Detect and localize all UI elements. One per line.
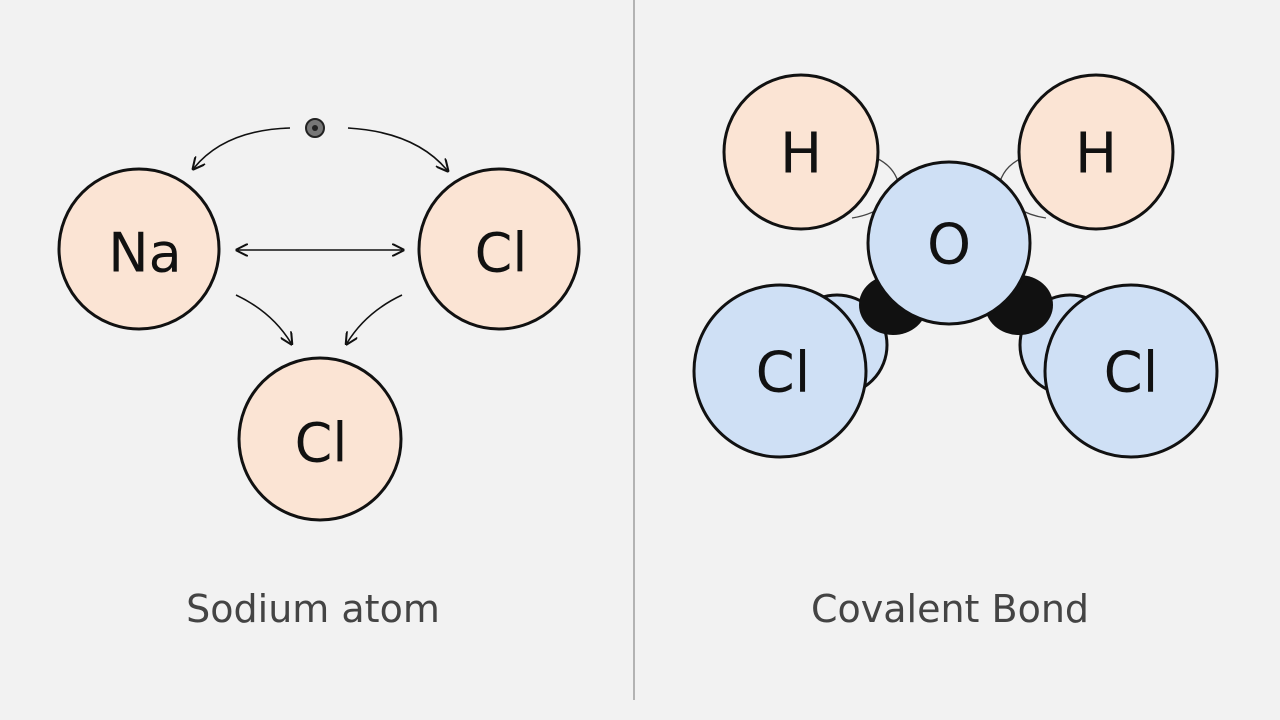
o-atom-label: O <box>927 213 971 278</box>
cl-atom-right: Cl <box>417 167 581 331</box>
na-atom: Na <box>57 167 221 331</box>
cl-atom-right-label: Cl <box>1104 341 1159 406</box>
na-atom-label: Na <box>108 222 182 285</box>
cl-atom-bottom: Cl <box>237 356 403 522</box>
cl-atom-bottom-label: Cl <box>295 412 348 475</box>
electron-transfer-arrows <box>194 127 447 343</box>
cl-atom-left: Cl <box>692 283 868 459</box>
electron-dot-icon <box>305 118 325 138</box>
sodium-atom-caption: Sodium atom <box>186 587 440 631</box>
covalent-bond-caption: Covalent Bond <box>811 587 1089 631</box>
cl-atom-right: Cl <box>1043 283 1219 459</box>
h-atom-left: H <box>722 73 880 231</box>
sodium-atom-panel: Na Cl Cl Sodium atom <box>57 118 581 631</box>
arrow-electron-to-cl <box>347 127 447 170</box>
h-atom-right-label: H <box>1075 122 1117 187</box>
arrow-cl-to-bottom-cl <box>347 294 403 343</box>
cl-atom-right-label: Cl <box>475 222 528 285</box>
o-atom: O <box>866 160 1032 326</box>
arrow-na-to-bottom-cl <box>235 294 291 343</box>
cl-atom-left-label: Cl <box>756 341 811 406</box>
h-atom-right: H <box>1017 73 1175 231</box>
covalent-bond-panel: H H Cl Cl O Covalent Bon <box>692 73 1219 631</box>
h-atom-left-label: H <box>780 122 822 187</box>
arrow-electron-to-na <box>194 127 291 168</box>
